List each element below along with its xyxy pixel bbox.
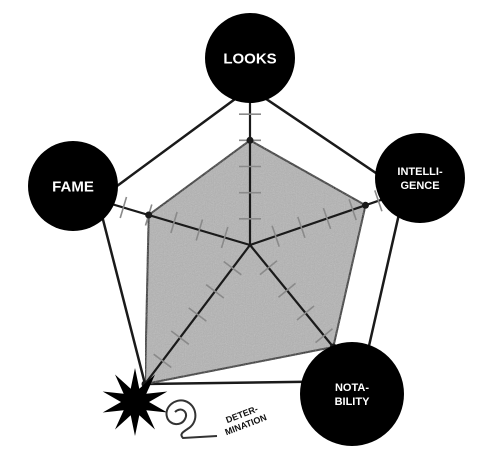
tick-notability-2 <box>277 282 297 298</box>
tick-notability-3 <box>296 305 315 321</box>
point-fame <box>145 211 153 219</box>
axis-label-fame-line: FAME <box>52 178 94 195</box>
axis-label-notability: NOTA- BILITY <box>335 382 370 408</box>
axis-label-looks: LOOKS <box>223 50 276 67</box>
badge-determination-starburst <box>102 368 168 436</box>
axis-label-fame: FAME <box>52 178 94 195</box>
tick-fame-3 <box>170 211 178 234</box>
axis-label-intelligence-line: GENCE <box>400 180 439 192</box>
axis-label-intelligence-line: INTELLI- <box>397 166 443 178</box>
tick-determination-5 <box>153 353 172 369</box>
tick-determination-3 <box>188 307 207 322</box>
badge-fame <box>28 141 118 231</box>
axis-label-notability-line: NOTA- <box>335 382 369 394</box>
axis-label-determination: DETER-MINATION <box>220 402 268 437</box>
tick-determination-2 <box>205 284 225 299</box>
tick-notability-4 <box>314 328 334 344</box>
badge-intelligence <box>375 133 465 223</box>
axis-label-looks-line: LOOKS <box>223 50 276 67</box>
point-looks <box>246 136 254 144</box>
axis-label-notability-line: BILITY <box>335 396 370 408</box>
data-area <box>143 139 367 386</box>
tick-determination-1 <box>223 260 242 276</box>
spiral-icon <box>165 399 218 440</box>
axis-label-intelligence: INTELLI- GENCE <box>397 166 443 192</box>
tick-determination-4 <box>170 330 190 345</box>
tick-fame-1 <box>220 226 229 249</box>
tick-notability-1 <box>259 260 278 276</box>
badge-notability <box>300 342 404 446</box>
tick-intelligence-4 <box>348 199 357 221</box>
tick-fame-2 <box>195 219 204 241</box>
tick-fame-5 <box>119 196 128 219</box>
tick-intelligence-3 <box>322 207 332 230</box>
point-intelligence <box>362 201 369 209</box>
tick-intelligence-1 <box>271 225 280 247</box>
badge-looks <box>205 13 295 103</box>
tick-intelligence-5 <box>374 190 383 212</box>
tick-intelligence-2 <box>297 216 306 238</box>
